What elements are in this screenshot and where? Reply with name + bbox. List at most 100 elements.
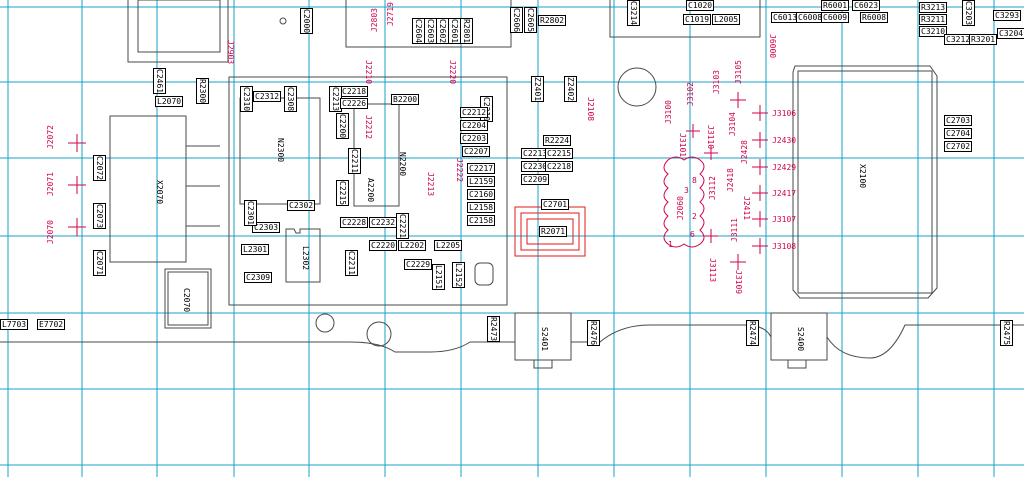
label-r2801: R2801 [460, 18, 473, 45]
label-c6013: C6013 [771, 12, 800, 23]
label-c2226: C2226 [340, 98, 369, 109]
designator-j2803: J2803 [370, 8, 379, 33]
designator-j2213: J2213 [426, 172, 435, 197]
pin-header-outline [663, 156, 705, 248]
label-c2312: C2312 [253, 91, 282, 102]
designator-j3109: J3109 [734, 270, 743, 295]
designator-j2430: J2430 [772, 136, 797, 145]
label-c2160: C2160 [467, 189, 496, 200]
label-c2605: C2605 [524, 7, 537, 34]
label-c2606: C2606 [510, 7, 523, 34]
pin-number: 1 [668, 240, 673, 249]
label-c2301: C2301 [244, 200, 257, 227]
label-c3204: C3204 [997, 28, 1024, 39]
designator-j2719: J2719 [386, 2, 395, 27]
designator-j2071: J2071 [46, 172, 55, 197]
designator-j2429: J2429 [772, 163, 797, 172]
label-r2300: R2300 [196, 78, 209, 105]
designator-j3107: J3107 [772, 215, 797, 224]
designator-j2428: J2428 [740, 140, 749, 165]
label-c2211-low: C2211 [345, 250, 358, 277]
label-c2218b: C2218 [545, 161, 574, 172]
pin-number: 3 [684, 186, 689, 195]
label-c1019: C1019 [683, 14, 712, 25]
designator-j2060: J2060 [676, 196, 685, 221]
label-c2204: C2204 [460, 120, 489, 131]
label-l2205: L2205 [434, 240, 463, 251]
designator-j3102: J3102 [686, 82, 695, 107]
label-c3214: C3214 [627, 0, 640, 27]
label-c2073: C2073 [93, 203, 106, 230]
label-c2218: C2218 [340, 86, 369, 97]
label-c2203: C2203 [460, 133, 489, 144]
label-c2207: C2207 [462, 146, 491, 157]
label-c2704: C2704 [944, 128, 973, 139]
label-r2473: R2473 [487, 316, 500, 343]
label-c2302: C2302 [287, 200, 316, 211]
label-c2701: C2701 [541, 199, 570, 210]
label-l2070: L2070 [155, 96, 184, 107]
label-c2310: C2310 [240, 86, 253, 113]
designator-j2108: J2108 [586, 97, 595, 122]
label-c6008: C6008 [796, 12, 825, 23]
test-pad-crosses [68, 92, 768, 270]
label-c2215: C2215 [545, 148, 574, 159]
label-r3201: R3201 [969, 34, 998, 45]
component-n2200: N2200 [398, 152, 407, 177]
label-z2402: Z2402 [564, 76, 577, 103]
component-s2400: S2400 [796, 327, 805, 352]
label-c2221: C2221 [396, 213, 409, 240]
label-c2232: C2232 [369, 217, 398, 228]
label-c2070: C2070 [182, 288, 191, 313]
label-c2229: C2229 [404, 259, 433, 270]
label-c2000: C2000 [300, 8, 313, 35]
label-r3213: R3213 [919, 2, 948, 13]
label-c3293: C3293 [993, 10, 1022, 21]
label-l2202: L2202 [398, 240, 427, 251]
label-r2476: R2476 [587, 320, 600, 347]
component-l2302: L2302 [301, 246, 310, 271]
label-c2215-mid: C2215 [336, 180, 349, 207]
highlight-frame [514, 206, 586, 257]
designator-j3101: J3101 [678, 133, 687, 158]
designator-j2417: J2417 [772, 189, 797, 198]
pin-number: 6 [690, 230, 695, 239]
label-l2005: L2005 [712, 14, 741, 25]
pin-number: 2 [692, 212, 697, 221]
designator-j3105: J3105 [734, 60, 743, 85]
label-z2401: Z2401 [531, 76, 544, 103]
component-s2401: S2401 [540, 327, 549, 352]
label-c2703: C2703 [944, 115, 973, 126]
label-c2702: C2702 [944, 141, 973, 152]
designator-j6000: J6000 [768, 34, 777, 59]
label-r6001: R6001 [821, 0, 850, 11]
designator-j3108: J3108 [772, 242, 797, 251]
label-c2228: C2228 [340, 217, 369, 228]
label-r2475: R2475 [1000, 320, 1013, 347]
component-x2100: X2100 [858, 164, 867, 189]
designator-j2212: J2212 [364, 115, 373, 140]
designator-j3100: J3100 [664, 100, 673, 125]
designator-j2220: J2220 [448, 60, 457, 85]
label-b2200: B2200 [391, 94, 420, 105]
label-r2071: R2071 [539, 226, 568, 237]
label-l2159: L2159 [467, 176, 496, 187]
pin-number: 8 [692, 176, 697, 185]
label-c2212: C2212 [460, 107, 489, 118]
label-r6008: R6008 [860, 12, 889, 23]
label-l2301: L2301 [241, 244, 270, 255]
designator-j3106: J3106 [772, 109, 797, 118]
label-r2802: R2802 [538, 15, 567, 26]
label-e7702: E7702 [37, 319, 66, 330]
label-c2220: C2220 [369, 240, 398, 251]
designator-j3104: J3104 [728, 112, 737, 137]
designator-j2903: J2903 [226, 40, 235, 65]
label-c1020: C1020 [686, 0, 715, 11]
label-c3203: C3203 [962, 0, 975, 27]
label-c2158: C2158 [467, 215, 496, 226]
label-c3210: C3210 [919, 26, 948, 37]
label-c3212: C3212 [944, 34, 973, 45]
label-c2461: C2461 [153, 68, 166, 95]
label-c2200: C2200 [336, 113, 349, 140]
